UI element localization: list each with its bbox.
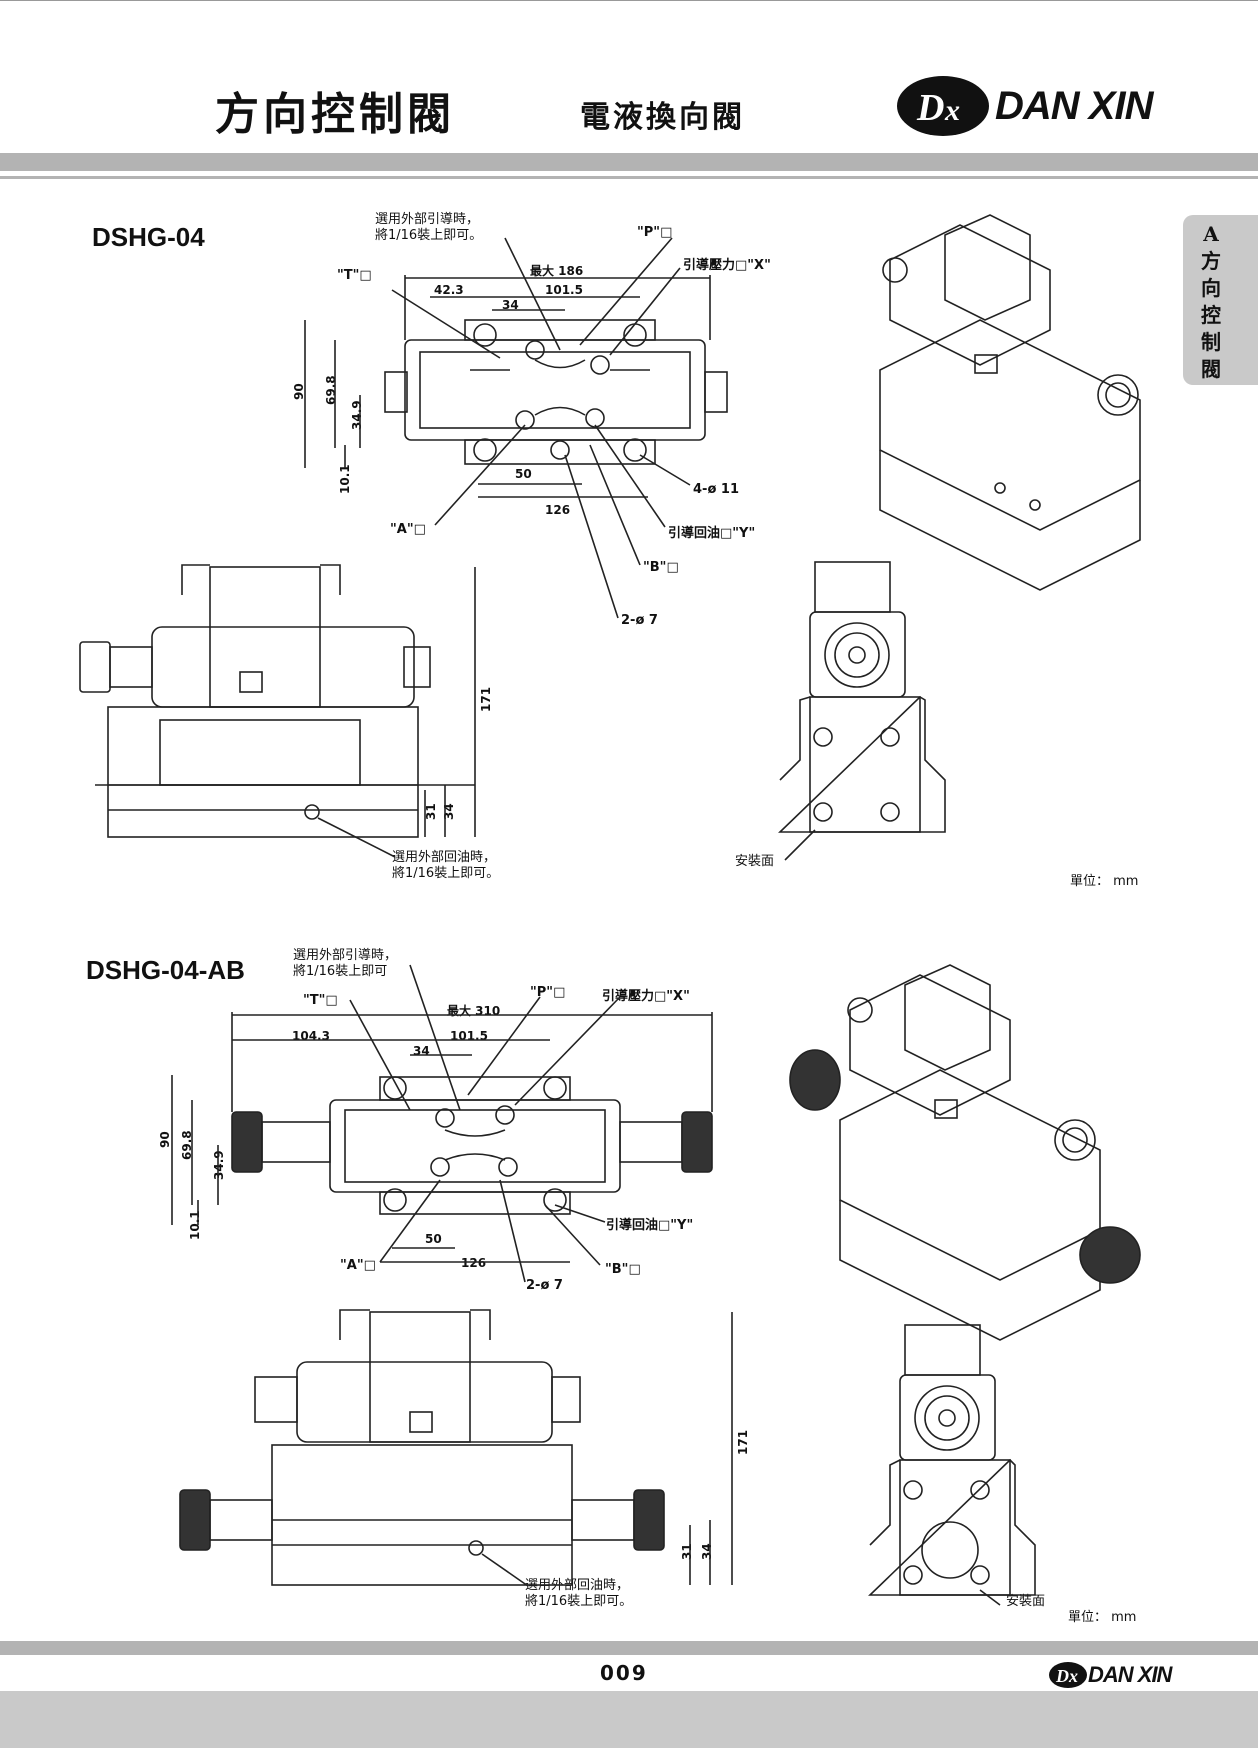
- footer-logo: Dx DAN XIN: [1048, 1660, 1178, 1690]
- page-number: 009: [600, 1661, 648, 1685]
- note-drain-2: 選用外部回油時， 將1/16裝上即可。: [525, 1578, 633, 1609]
- label-t-port-2: "T"□: [303, 993, 338, 1008]
- dim-max-1: 最大 186: [530, 264, 584, 278]
- footer-band: [0, 1641, 1258, 1655]
- brand-mark-icon: D x: [897, 76, 989, 136]
- label-mount-face-1: 安裝面: [735, 854, 775, 869]
- label-b-port-1: "B"□: [643, 560, 679, 575]
- label-mount-face-2: 安裝面: [1006, 1594, 1046, 1609]
- svg-text:x: x: [944, 94, 960, 127]
- label-a-port-2: "A"□: [340, 1258, 376, 1273]
- dim-34-1: 34: [502, 298, 519, 312]
- footer-brand-name: DAN XIN: [1088, 1662, 1172, 1687]
- side-tab-letter: A: [1203, 222, 1219, 246]
- label-b-port-2: "B"□: [605, 1262, 641, 1277]
- dim-126-2: 126: [461, 1256, 487, 1270]
- label-p-port-1: "P"□: [637, 225, 673, 240]
- side-tab: A 方向控制閥: [1183, 215, 1258, 385]
- header-band: [0, 153, 1258, 171]
- header-band-thin: [0, 176, 1258, 179]
- dim-126-1: 126: [545, 503, 571, 517]
- label-pilot-drain-2: 引導回油□"Y": [606, 1218, 694, 1233]
- label-t-port-1: "T"□: [337, 268, 372, 283]
- label-pilot-pressure-1: 引導壓力□"X": [683, 258, 771, 273]
- unit-label-1: 單位： mm: [1070, 874, 1139, 889]
- note-pilot-2: 選用外部引導時， 將1/16裝上即可: [293, 948, 398, 979]
- label-holes2-2: 2-ø 7: [526, 1278, 563, 1293]
- dim-42-1: 42.3: [434, 283, 464, 297]
- footer-band-wide: [0, 1691, 1258, 1748]
- dim-50-2: 50: [425, 1232, 442, 1246]
- drawing-section-1: [79, 214, 1141, 861]
- top-rule: [0, 0, 1258, 1]
- footer-brand-mark-icon: Dx: [1049, 1662, 1087, 1688]
- note-pilot-1: 選用外部引導時， 將1/16裝上即可。: [375, 212, 483, 243]
- label-pilot-drain-1: 引導回油□"Y": [668, 526, 756, 541]
- label-pilot-pressure-2: 引導壓力□"X": [602, 989, 690, 1004]
- label-holes4-1: 4-ø 11: [693, 482, 739, 497]
- dim-50-1: 50: [515, 467, 532, 481]
- side-tab-text: 方向控制閥: [1201, 249, 1221, 381]
- svg-text:D: D: [916, 87, 944, 129]
- note-drain-1: 選用外部回油時， 將1/16裝上即可。: [392, 850, 500, 881]
- label-holes2-1: 2-ø 7: [621, 613, 658, 628]
- model-title-1: DSHG-04: [92, 222, 205, 252]
- unit-label-2: 單位： mm: [1068, 1610, 1137, 1625]
- brand-name: DAN XIN: [995, 84, 1153, 128]
- svg-text:Dx: Dx: [1055, 1666, 1078, 1686]
- page-title: 方向控制閥: [215, 89, 455, 140]
- dim-101-1: 101.5: [545, 283, 583, 297]
- page-subtitle: 電液換向閥: [580, 100, 745, 135]
- label-p-port-2: "P"□: [530, 985, 566, 1000]
- label-a-port-1: "A"□: [390, 522, 426, 537]
- model-title-2: DSHG-04-AB: [86, 955, 245, 985]
- brand-logo: D x DAN XIN: [895, 72, 1175, 140]
